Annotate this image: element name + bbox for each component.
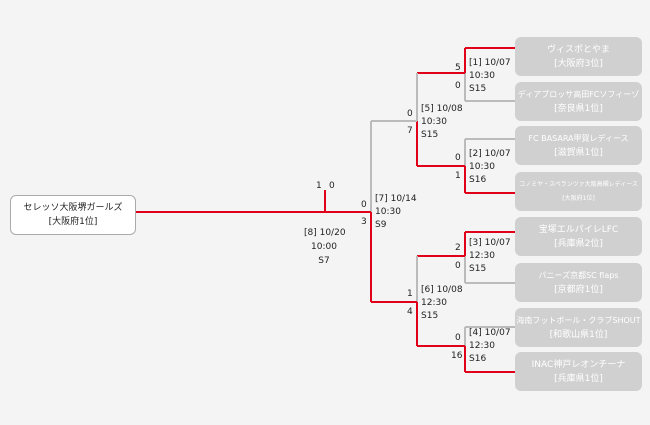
team-card: FC BASARA甲賀レディース [滋賀県1位]	[515, 126, 642, 165]
m7-score-top: 0	[361, 200, 367, 210]
m5-score-bottom: 7	[407, 126, 413, 136]
m6-info: [6] 10/08 12:30 S15	[421, 285, 463, 322]
team-pref: [大阪府3位]	[554, 58, 603, 69]
winner-team-card: セレッソ大阪堺ガールズ [大阪府1位]	[10, 195, 136, 235]
team-name: 宝塚エルパイレLFC	[538, 224, 619, 235]
team-card: コノミヤ・スペランツァ大阪高槻レディース [大阪府1位]	[515, 172, 642, 211]
m4-score-bottom: 16	[451, 351, 463, 361]
team-card: ヴィスポとやま [大阪府3位]	[515, 37, 642, 76]
m5-game: [5] 10/08	[421, 104, 463, 114]
m5-time: 10:30	[421, 117, 447, 127]
team-pref: [京都府1位]	[554, 284, 603, 295]
team-name: コノミヤ・スペランツァ大阪高槻レディース	[519, 180, 638, 188]
winner-team-name: セレッソ大阪堺ガールズ	[23, 203, 123, 213]
m4-score-top: 0	[455, 333, 461, 343]
team-card: ディアブロッサ高田FCソフィーゾ [奈良県1位]	[515, 82, 642, 121]
m1-time: 10:30	[469, 71, 495, 81]
team-pref: [奈良県1位]	[554, 103, 603, 114]
team-card: パニーズ京都SC flaps [京都府1位]	[515, 263, 642, 302]
m7-time: 10:30	[375, 207, 401, 217]
m2-game: [2] 10/07	[469, 149, 511, 159]
m1-game: [1] 10/07	[469, 58, 511, 68]
m7-venue: S9	[375, 220, 387, 230]
m3-score-top: 2	[455, 243, 461, 253]
m2-info: [2] 10/07 10:30 S16	[469, 149, 511, 186]
m5-info: [5] 10/08 10:30 S15	[421, 104, 463, 141]
final-score-left: 1	[316, 181, 322, 191]
team-name: ヴィスポとやま	[546, 44, 610, 55]
m6-game: [6] 10/08	[421, 285, 463, 295]
team-pref: [和歌山県1位]	[549, 329, 608, 340]
m6-time: 12:30	[421, 298, 447, 308]
team-card: 海南フットボール・クラブSHOUT [和歌山県1位]	[515, 308, 642, 347]
m5-score-top: 0	[407, 109, 413, 119]
m1-info: [1] 10/07 10:30 S15	[469, 58, 511, 95]
m1-score-bottom: 0	[455, 81, 461, 91]
m2-score-top: 0	[455, 153, 461, 163]
m4-time: 12:30	[469, 341, 495, 351]
team-pref: [兵庫県1位]	[554, 373, 603, 384]
m6-score-top: 1	[407, 289, 413, 299]
m2-score-bottom: 1	[455, 171, 461, 181]
m4-info: [4] 10/07 12:30 S16	[469, 328, 511, 365]
final-time: 10:00	[311, 242, 337, 252]
m6-score-bottom: 4	[407, 307, 413, 317]
m3-venue: S15	[469, 264, 487, 274]
m1-score-top: 5	[455, 63, 461, 73]
m7-info: [7] 10/14 10:30 S9	[375, 194, 417, 231]
winner-team-pref: [大阪府1位]	[48, 217, 98, 227]
team-pref: [滋賀県1位]	[554, 147, 603, 158]
m2-venue: S16	[469, 175, 487, 185]
m4-game: [4] 10/07	[469, 328, 511, 338]
team-pref: [兵庫県2位]	[554, 238, 603, 249]
m5-venue: S15	[421, 130, 439, 140]
m3-game: [3] 10/07	[469, 238, 511, 248]
m3-time: 12:30	[469, 251, 495, 261]
m3-info: [3] 10/07 12:30 S15	[469, 238, 511, 275]
m2-time: 10:30	[469, 162, 495, 172]
team-name: FC BASARA甲賀レディース	[528, 133, 629, 143]
team-name: パニーズ京都SC flaps	[538, 270, 619, 280]
m7-score-bottom: 3	[361, 217, 367, 227]
team-name: ディアブロッサ高田FCソフィーゾ	[517, 89, 640, 99]
m6-venue: S15	[421, 311, 439, 321]
team-card: 宝塚エルパイレLFC [兵庫県2位]	[515, 217, 642, 256]
m1-venue: S15	[469, 84, 487, 94]
final-game-label: [8] 10/20 10:00 S7	[304, 228, 346, 267]
m4-venue: S16	[469, 354, 487, 364]
final-venue: S7	[318, 256, 330, 266]
final-game: [8] 10/20	[304, 228, 346, 238]
m3-score-bottom: 0	[455, 261, 461, 271]
team-pref: [大阪府1位]	[562, 194, 595, 202]
final-score-right: 0	[329, 181, 335, 191]
m7-game: [7] 10/14	[375, 194, 417, 204]
team-name: INAC神戸レオンチーナ	[531, 359, 626, 370]
team-card: INAC神戸レオンチーナ [兵庫県1位]	[515, 352, 642, 391]
team-name: 海南フットボール・クラブSHOUT	[516, 315, 641, 325]
